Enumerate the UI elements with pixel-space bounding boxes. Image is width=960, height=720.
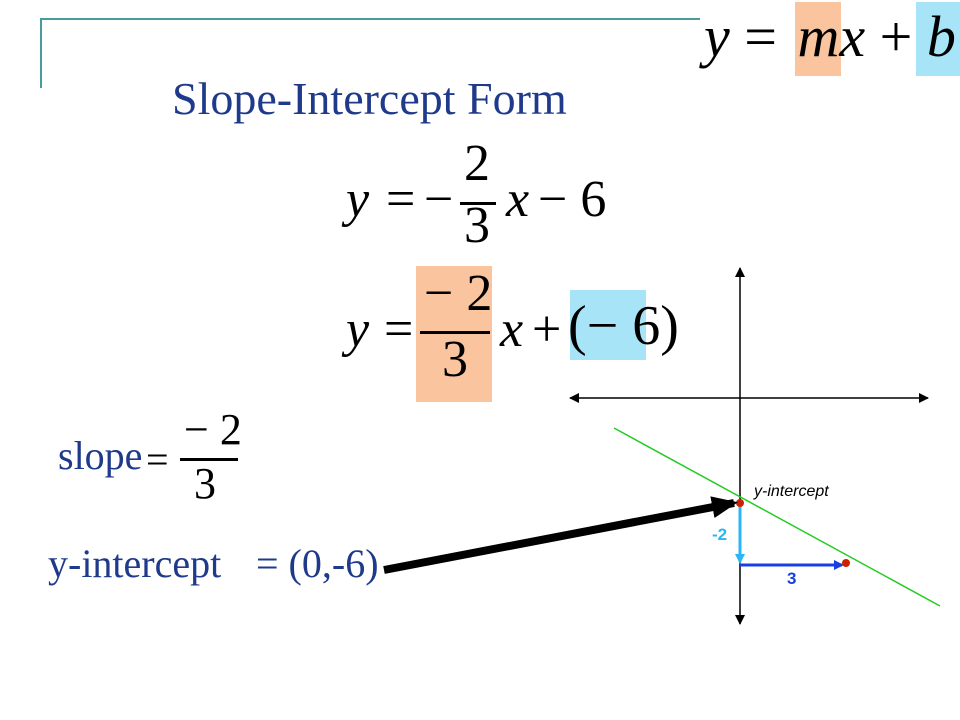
graph-line: [613, 427, 941, 607]
b-highlight: [916, 2, 960, 76]
eq2-x: x: [500, 301, 524, 358]
header-x: x: [839, 4, 866, 69]
header-b: b: [926, 4, 956, 69]
eq2-eq: =: [384, 301, 414, 358]
eq2-lhs: y: [346, 301, 370, 358]
header-m: m: [797, 4, 840, 69]
yintercept-point: [736, 499, 744, 507]
header-formula: y = mx + b: [704, 4, 956, 70]
eq1-tail: − 6: [538, 171, 607, 228]
slope-denominator: 3: [194, 459, 216, 508]
run-label: 3: [787, 569, 796, 588]
rise-label: -2: [712, 525, 727, 544]
eq2-numerator: − 2: [424, 265, 493, 322]
pointer-arrow: [383, 496, 738, 574]
intercept-highlight: [570, 290, 646, 360]
m-highlight: [795, 2, 841, 76]
eq1-lhs: y: [346, 171, 370, 228]
header-y: y: [704, 4, 730, 69]
header-plus: +: [879, 4, 913, 69]
eq1-minus: −: [424, 171, 454, 228]
yintercept-label: y-intercept: [48, 541, 222, 586]
eq2-denominator: 3: [442, 331, 468, 388]
eq2-fraction-bar: [420, 331, 490, 334]
eq2-paren: (− 6): [568, 295, 679, 357]
yintercept-value: = (0,-6): [256, 541, 379, 586]
eq2-plus: +: [532, 301, 562, 358]
frame-top-line: [40, 18, 700, 20]
slope-label: slope: [58, 433, 143, 478]
eq1-x: x: [506, 171, 530, 228]
eq1-numerator: 2: [464, 135, 490, 192]
second-point: [842, 559, 850, 567]
frame-left-line: [40, 18, 42, 88]
slope-numerator: − 2: [184, 405, 242, 454]
header-eq: =: [744, 4, 777, 69]
eq1-fraction-bar: [460, 202, 496, 205]
slope-eq: =: [146, 437, 169, 482]
point-label: y-intercept: [753, 483, 829, 500]
page-title: Slope-Intercept Form: [172, 73, 567, 124]
eq1-eq: =: [386, 171, 416, 228]
eq1-denominator: 3: [464, 197, 490, 254]
slope-fraction-bar: [180, 458, 238, 461]
slope-fraction-highlight: [416, 266, 492, 402]
